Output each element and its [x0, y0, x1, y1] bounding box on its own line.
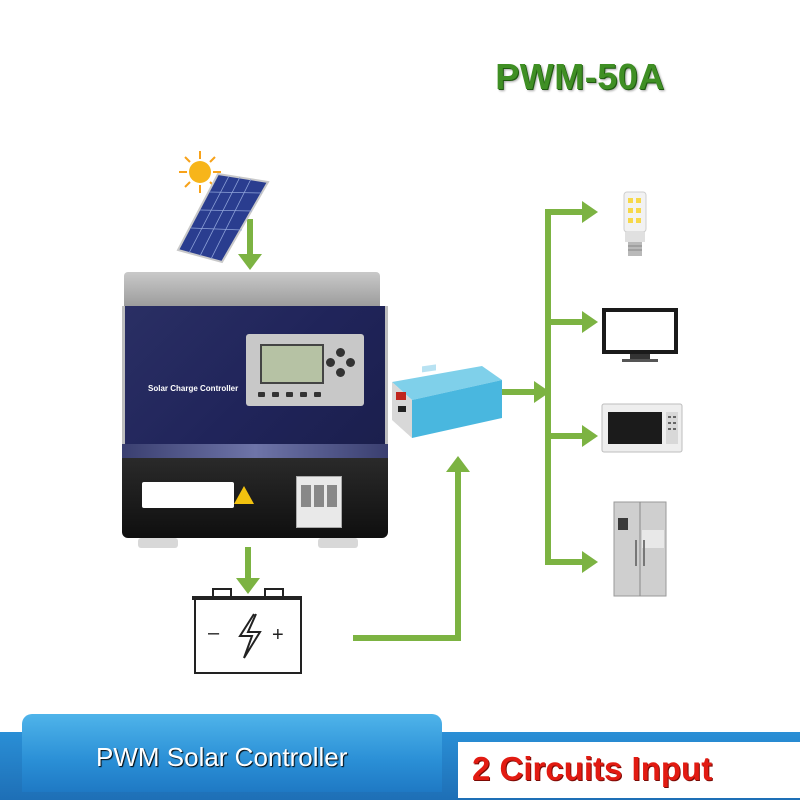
- controller-accent-band: [122, 444, 388, 458]
- battery-minus: –: [208, 622, 220, 644]
- sun-icon: [179, 151, 221, 193]
- breaker-switch: [314, 485, 324, 507]
- controller-foot: [138, 538, 178, 548]
- breaker-switch: [327, 485, 337, 507]
- lightning-icon: [238, 613, 262, 659]
- banner-tab: [22, 714, 442, 792]
- indicator: [272, 392, 279, 397]
- breaker-switch: [301, 485, 311, 507]
- inverter-icon: [392, 364, 502, 438]
- banner-right-text: 2 Circuits Input: [472, 750, 713, 787]
- circuit-breakers: [296, 476, 342, 528]
- battery-terminal: [212, 588, 232, 598]
- model-title: PWM-50A: [495, 56, 665, 97]
- lcd-down-button: [336, 368, 345, 377]
- lcd-screen: [260, 344, 324, 384]
- controller-label: Solar Charge Controller: [148, 384, 239, 393]
- tv-icon: [602, 308, 678, 362]
- indicator: [286, 392, 293, 397]
- battery-lid: [192, 596, 302, 600]
- banner-left-text: PWM Solar Controller: [96, 742, 348, 772]
- led-bulb-icon: [623, 191, 647, 256]
- lcd-right-button: [346, 358, 355, 367]
- battery-icon: – +: [194, 598, 302, 674]
- warning-triangle-icon: [234, 486, 254, 504]
- battery-plus: +: [272, 624, 284, 646]
- battery-terminal: [264, 588, 284, 598]
- lcd-panel: [246, 334, 364, 406]
- indicator: [314, 392, 321, 397]
- arrow-battery-to-inverter: [353, 469, 461, 641]
- refrigerator-icon: [613, 501, 667, 597]
- microwave-icon: [601, 403, 683, 453]
- lcd-left-button: [326, 358, 335, 367]
- banner-right-panel: [458, 742, 800, 798]
- warning-sticker: [142, 482, 234, 508]
- lcd-up-button: [336, 348, 345, 357]
- controller-foot: [318, 538, 358, 548]
- controller-top-cap: [124, 272, 380, 308]
- charge-controller: Solar Charge Controller: [118, 272, 388, 548]
- indicator: [300, 392, 307, 397]
- solar-panel-icon: [176, 172, 270, 264]
- indicator: [258, 392, 265, 397]
